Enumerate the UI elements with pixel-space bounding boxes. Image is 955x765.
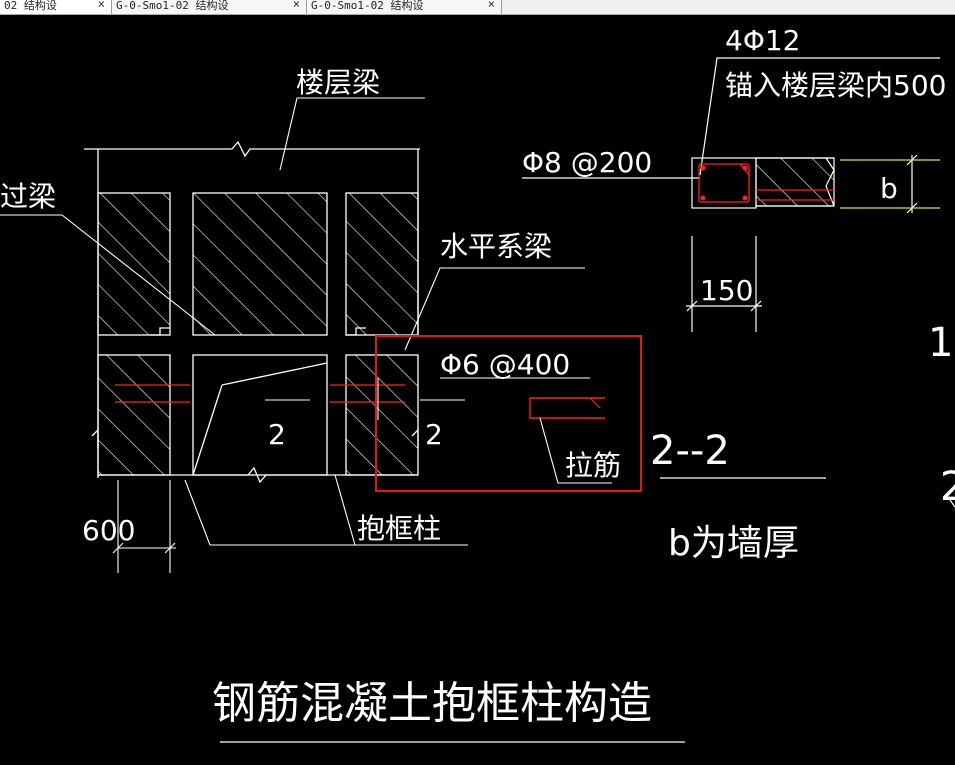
close-icon[interactable]: × — [292, 0, 300, 11]
drawing-title: 钢筋混凝土抱框柱构造 — [212, 678, 652, 729]
label-section-title: 2--2 — [650, 428, 730, 474]
tie-bar-detail — [440, 377, 612, 484]
tab-label: G-0-Smo1-02 结构设 — [116, 0, 229, 12]
leader-lintel — [0, 214, 216, 336]
label-dim-600: 600 — [82, 514, 135, 547]
close-icon[interactable]: × — [97, 0, 105, 11]
tab-drawing-1[interactable]: 02 结构设 × — [0, 0, 112, 14]
tie-beam-section — [755, 157, 835, 207]
elevation-view — [84, 140, 420, 484]
upper-block-right — [345, 192, 419, 336]
label-dim-b: b — [880, 172, 898, 205]
tab-drawing-3[interactable]: G-0-Smo1-02 结构设 × — [307, 0, 502, 14]
label-tie-bar: 拉筋 — [565, 449, 621, 482]
label-stirrup: Φ8 @200 — [522, 146, 652, 179]
tab-bar: 02 结构设 × G-0-Smo1-02 结构设 × G-0-Smo1-02 结… — [0, 0, 955, 15]
label-section-mark-left: 2 — [268, 418, 286, 451]
upper-block-left — [97, 192, 171, 336]
label-tie-beam: 水平系梁 — [440, 230, 552, 263]
upper-block-middle — [192, 192, 328, 336]
tab-drawing-2[interactable]: G-0-Smo1-02 结构设 × — [112, 0, 307, 14]
label-tie-bar-spec: Φ6 @400 — [440, 348, 570, 381]
label-section-mark-right: 2 — [425, 418, 443, 451]
break-mark-left — [91, 428, 99, 448]
highlight-box — [375, 335, 642, 492]
tab-label: G-0-Smo1-02 结构设 — [311, 0, 424, 12]
label-wall-thickness: b为墙厚 — [668, 523, 799, 564]
break-mark-right — [411, 428, 419, 448]
opening-slope — [192, 384, 223, 476]
edge-mark-2: 2 — [940, 464, 955, 510]
leader-tie-bar — [539, 417, 612, 484]
rebar-lines — [115, 384, 405, 403]
lower-column-left — [97, 354, 171, 476]
cad-canvas[interactable]: 楼层梁 过梁 水平系梁 4Φ12 锚入楼层梁内500 Φ8 @200 150 b… — [0, 14, 955, 765]
lower-column-right — [345, 354, 419, 476]
label-floor-beam: 楼层梁 — [296, 66, 380, 99]
yellow-lines — [840, 159, 940, 209]
notch-left — [150, 327, 170, 336]
leader-tie-beam — [404, 267, 585, 351]
label-dim-150: 150 — [700, 274, 753, 307]
label-anchor-note: 锚入楼层梁内500 — [725, 69, 946, 102]
label-lintel: 过梁 — [0, 180, 56, 213]
section-break — [825, 157, 835, 207]
label-frame-column: 抱框柱 — [357, 512, 441, 545]
leader-rebar-main — [699, 57, 940, 176]
leader-lines — [0, 97, 585, 546]
edge-mark-1: 1 — [928, 320, 953, 366]
dimension-600 — [112, 480, 176, 573]
opening-frame — [192, 354, 328, 476]
tie-bar-shape — [529, 397, 605, 419]
floor-beam-top-line — [84, 140, 420, 158]
rebar-section — [698, 163, 834, 203]
floor-bottom-line — [98, 466, 418, 484]
section-detail — [220, 57, 955, 743]
leader-floor-beam — [279, 97, 425, 171]
label-rebar-main: 4Φ12 — [725, 24, 800, 57]
tab-label: 02 结构设 — [4, 0, 57, 12]
opening-slope-top — [221, 362, 328, 386]
stirrup-rebar — [698, 163, 750, 203]
notch-right — [346, 327, 366, 336]
leader-600-ext — [184, 479, 211, 546]
close-icon[interactable]: × — [487, 0, 495, 11]
